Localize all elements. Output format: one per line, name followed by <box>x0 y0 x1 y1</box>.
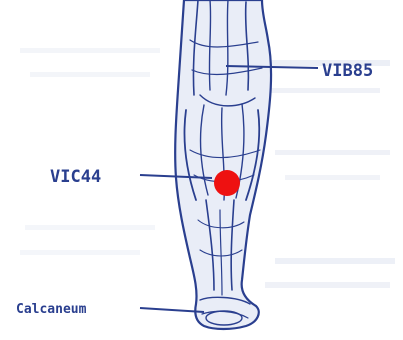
label-vib85: VIB85 <box>322 61 373 81</box>
label-calcaneum: Calcaneum <box>16 302 87 317</box>
label-vic44: VIC44 <box>50 167 101 187</box>
acupoint-marker <box>214 170 240 196</box>
